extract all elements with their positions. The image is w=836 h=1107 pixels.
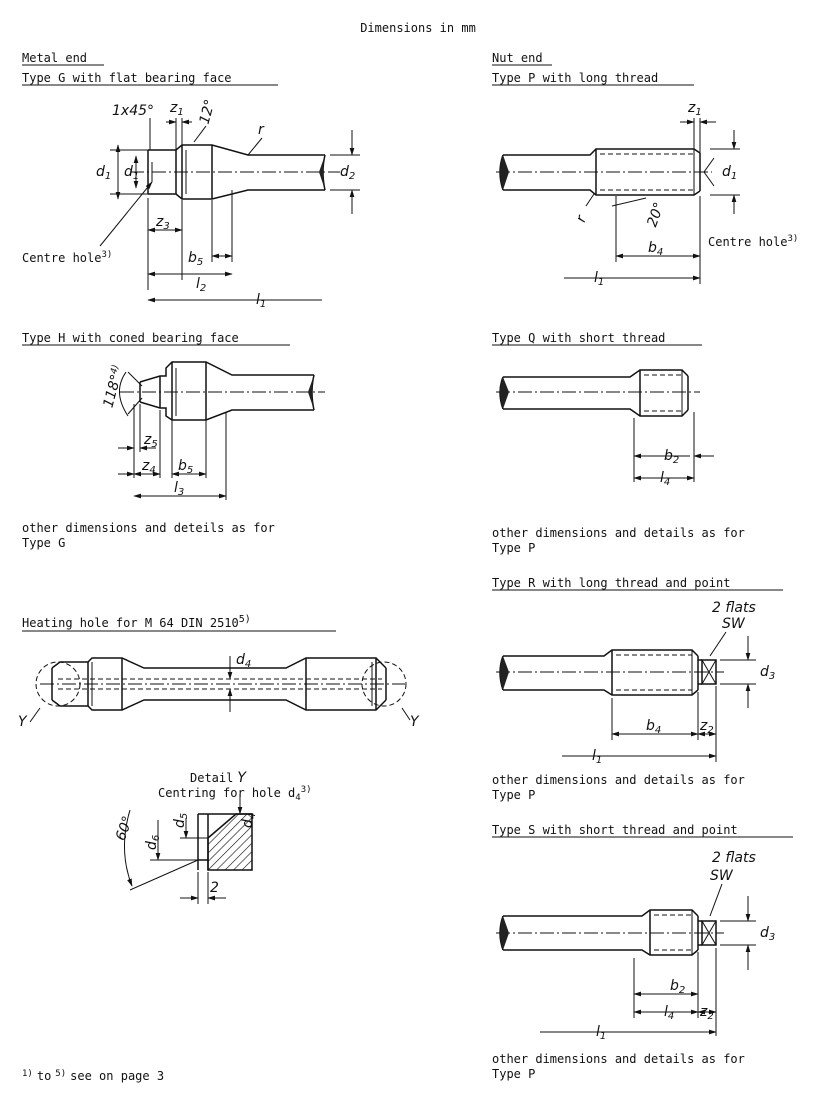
type-r-z2-label: z2 bbox=[699, 718, 714, 736]
type-r-note-line2: Type P bbox=[492, 788, 535, 802]
type-g-title: Type G with flat bearing face bbox=[22, 71, 232, 85]
type-h-z4-label: z4 bbox=[141, 458, 156, 476]
type-p-angle-label: 20° bbox=[644, 200, 668, 229]
type-s-b2-label: b2 bbox=[670, 978, 685, 996]
metal-end-heading: Metal end bbox=[22, 51, 87, 65]
type-g-angle-label: 12° bbox=[197, 98, 219, 126]
type-p-drawing bbox=[496, 118, 740, 284]
type-g-d1-label: d1 bbox=[96, 164, 111, 182]
type-s-title: Type S with short thread and point bbox=[492, 823, 738, 837]
type-h-note-line2: Type G bbox=[22, 536, 65, 550]
type-q-drawing bbox=[496, 369, 714, 482]
detail-y-dim2-label: 2 bbox=[210, 880, 219, 896]
type-q-b2-label: b2 bbox=[664, 448, 679, 466]
type-r-note-line1: other dimensions and details as for bbox=[492, 773, 745, 787]
type-g-drawing bbox=[99, 118, 360, 303]
type-q-title: Type Q with short thread bbox=[492, 331, 665, 345]
type-s-l4-label: l4 bbox=[664, 1004, 674, 1022]
type-p-z1-label: z1 bbox=[687, 100, 702, 118]
type-h-b5-label: b5 bbox=[178, 458, 193, 476]
type-h-note-line1: other dimensions and deteils as for bbox=[22, 521, 275, 535]
type-r-b4-label: b4 bbox=[646, 718, 661, 736]
type-q-note-line2: Type P bbox=[492, 541, 535, 555]
heating-hole-drawing bbox=[29, 656, 411, 723]
heating-y-right-label: Y bbox=[410, 714, 420, 730]
type-h-z5-label: z5 bbox=[143, 432, 158, 450]
heating-hole-title: Heating hole for M 64 DIN 25105) bbox=[22, 614, 251, 630]
type-g-l2-label: l2 bbox=[196, 276, 206, 294]
type-g-z3-label: z3 bbox=[155, 214, 170, 232]
type-s-flats-label: 2 flats bbox=[712, 850, 756, 866]
type-s-l1-label: l1 bbox=[596, 1024, 606, 1042]
heating-d4-label: d4 bbox=[236, 652, 251, 670]
type-p-d1-label: d1 bbox=[722, 164, 737, 182]
type-p-title: Type P with long thread bbox=[492, 71, 658, 85]
type-s-drawing bbox=[496, 883, 756, 1036]
type-s-z2-label: z2 bbox=[699, 1004, 714, 1022]
type-h-drawing bbox=[118, 361, 325, 500]
type-r-sw-label: SW bbox=[722, 616, 746, 632]
type-r-title: Type R with long thread and point bbox=[492, 576, 730, 590]
detail-y-subtitle: Centring for hole d43) bbox=[158, 785, 312, 803]
detail-y-angle-label: 60° bbox=[113, 814, 137, 843]
heating-y-left-label: Y bbox=[18, 714, 28, 730]
type-g-dk-label: d1 bbox=[124, 164, 139, 182]
detail-y-d6-label: d6 bbox=[144, 835, 162, 850]
type-h-l3-label: l3 bbox=[174, 480, 184, 498]
type-h-title: Type H with coned bearing face bbox=[22, 331, 239, 345]
type-p-r-label: r bbox=[573, 212, 590, 224]
detail-y-drawing bbox=[123, 794, 253, 904]
type-s-sw-label: SW bbox=[710, 868, 734, 884]
type-p-l1-label: l1 bbox=[594, 270, 604, 288]
type-s-note-line2: Type P bbox=[492, 1067, 535, 1081]
type-g-b5-label: b5 bbox=[188, 250, 203, 268]
type-r-d3-label: d3 bbox=[760, 664, 775, 682]
detail-y-d5-label: d5 bbox=[172, 813, 190, 828]
detail-y-d4-label: d4 bbox=[240, 813, 258, 828]
type-g-chamfer-label: 1x45° bbox=[112, 103, 154, 119]
units-header: Dimensions in mm bbox=[360, 21, 476, 35]
type-h-angle-label: 118°4) bbox=[101, 364, 128, 410]
type-r-flats-label: 2 flats bbox=[712, 600, 756, 616]
type-g-d2-label: d2 bbox=[340, 164, 355, 182]
type-q-note-line1: other dimensions and details as for bbox=[492, 526, 745, 540]
type-p-b4-label: b4 bbox=[648, 240, 663, 258]
type-r-l1-label: l1 bbox=[592, 748, 602, 766]
type-p-centre-hole-label: Centre hole3) bbox=[708, 234, 798, 249]
type-r-drawing bbox=[496, 631, 756, 762]
type-s-d3-label: d3 bbox=[760, 925, 775, 943]
type-g-l1-label: l1 bbox=[256, 292, 266, 310]
type-g-z1-label: z1 bbox=[169, 100, 184, 118]
type-g-r-label: r bbox=[258, 122, 265, 138]
nut-end-heading: Nut end bbox=[492, 51, 543, 65]
type-g-centre-hole-label: Centre hole3) bbox=[22, 250, 112, 265]
type-s-note-line1: other dimensions and details as for bbox=[492, 1052, 745, 1066]
type-q-l4-label: l4 bbox=[660, 470, 670, 488]
